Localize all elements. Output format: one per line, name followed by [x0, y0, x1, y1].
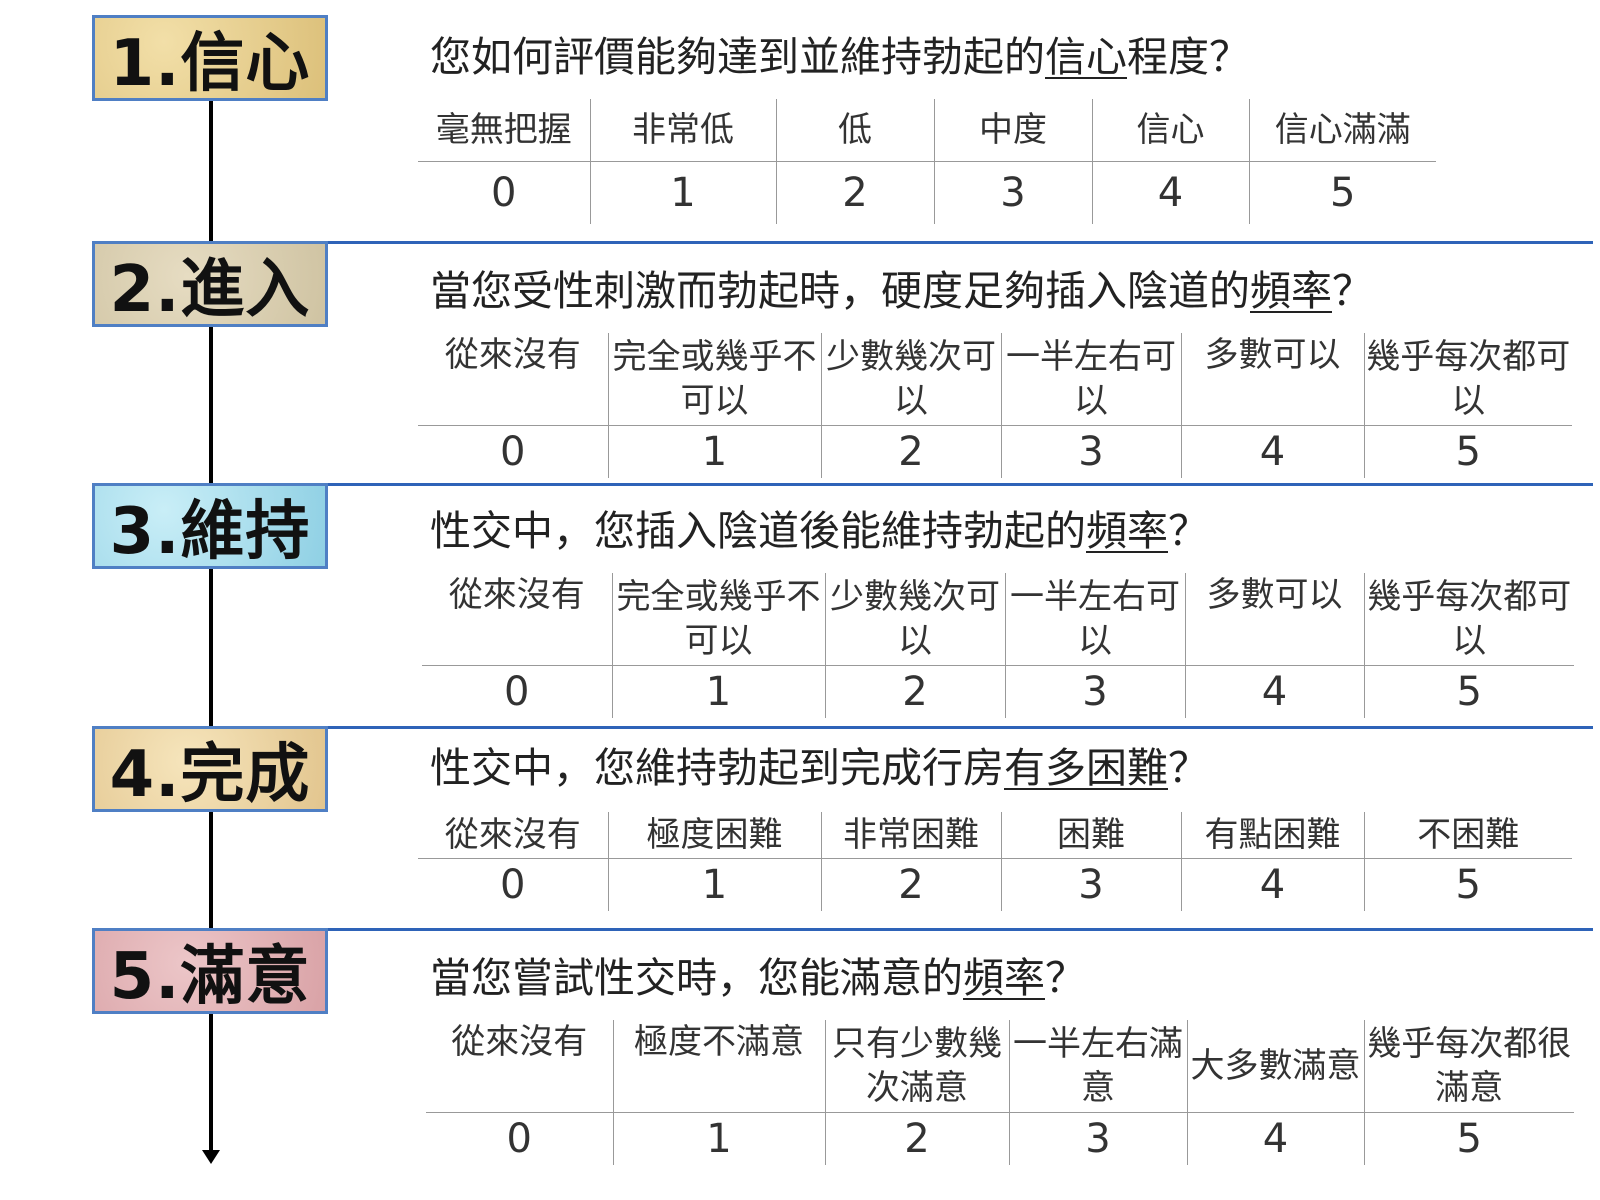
option-label: 多數可以 — [1184, 573, 1364, 666]
score-value: 4 — [1180, 425, 1364, 478]
option-label: 信心滿滿 — [1248, 99, 1436, 162]
score-value: 4 — [1184, 665, 1364, 718]
section-separator — [328, 928, 1593, 931]
option-label: 從來沒有 — [422, 573, 612, 666]
score-value: 0 — [491, 169, 517, 216]
section-label-confidence: 1.信心 — [92, 15, 328, 101]
section-separator — [328, 483, 1593, 486]
score-value: 0 — [500, 428, 526, 475]
score-value: 3 — [1008, 1112, 1187, 1165]
section-label-completion: 4.完成 — [92, 726, 328, 812]
question-emphasis: 信心 — [1045, 33, 1127, 81]
rating-scale: 從來沒有 完全或幾乎不可以 少數幾次可以 一半左右可以 多數可以 幾乎每次都可以… — [418, 333, 1572, 478]
option-label: 非常困難 — [820, 812, 1001, 859]
option-label: 大多數滿意 — [1186, 1020, 1364, 1113]
section-label-maintenance: 3.維持 — [92, 483, 328, 569]
option-label: 只有少數幾次滿意 — [824, 1020, 1009, 1113]
option-label: 從來沒有 — [418, 812, 608, 859]
rating-scale: 從來沒有 極度困難 非常困難 困難 有點困難 不困難 0 1 2 3 4 5 — [418, 812, 1572, 911]
score-value: 2 — [820, 858, 1001, 911]
score-value: 5 — [1363, 425, 1572, 478]
option-label: 從來沒有 — [418, 333, 608, 426]
option-label: 多數可以 — [1180, 333, 1364, 426]
section-separator — [328, 726, 1593, 729]
score-value: 3 — [933, 161, 1092, 224]
score-value: 5 — [1363, 1112, 1574, 1165]
score-value: 1 — [607, 425, 821, 478]
score-value: 4 — [1186, 1112, 1364, 1165]
option-label: 一半左右滿意 — [1008, 1020, 1187, 1113]
option-label: 完全或幾乎不可以 — [607, 333, 821, 426]
score-value: 3 — [1000, 425, 1181, 478]
score-value: 1 — [607, 858, 821, 911]
option-label: 幾乎每次都很滿意 — [1363, 1020, 1574, 1113]
score-value: 2 — [820, 425, 1001, 478]
option-label: 不困難 — [1363, 812, 1572, 859]
option-label: 少數幾次可以 — [824, 573, 1005, 666]
question-emphasis: 頻率 — [1250, 267, 1332, 315]
option-label: 極度不滿意 — [612, 1020, 825, 1113]
option-label: 困難 — [1000, 812, 1181, 859]
score-value: 4 — [1180, 858, 1364, 911]
question-emphasis: 有多困難 — [1004, 744, 1168, 792]
option-label: 毫無把握 — [418, 99, 590, 162]
question-text: 性交中，您插入陰道後能維持勃起的頻率？ — [430, 507, 1209, 555]
option-label: 完全或幾乎不可以 — [611, 573, 825, 666]
option-label: 極度困難 — [607, 812, 821, 859]
question-text: 性交中，您維持勃起到完成行房有多困難？ — [430, 744, 1209, 792]
section-separator — [328, 241, 1593, 244]
score-value: 3 — [1004, 665, 1185, 718]
score-value: 1 — [612, 1112, 825, 1165]
score-value: 2 — [775, 161, 934, 224]
option-label: 中度 — [933, 99, 1092, 162]
score-value: 0 — [506, 1115, 532, 1162]
question-text: 當您受性刺激而勃起時，硬度足夠插入陰道的頻率？ — [430, 267, 1373, 315]
question-text: 您如何評價能夠達到並維持勃起的信心程度？ — [430, 33, 1250, 81]
option-label: 一半左右可以 — [1004, 573, 1185, 666]
score-value: 0 — [500, 861, 526, 908]
rating-scale: 從來沒有 極度不滿意 只有少數幾次滿意 一半左右滿意 大多數滿意 幾乎每次都很滿… — [426, 1020, 1574, 1165]
option-label: 有點困難 — [1180, 812, 1364, 859]
option-label: 幾乎每次都可以 — [1363, 333, 1572, 426]
section-label-satisfaction: 5.滿意 — [92, 928, 328, 1014]
timeline-arrow-icon — [202, 1150, 220, 1164]
option-label: 幾乎每次都可以 — [1363, 573, 1574, 666]
rating-scale: 毫無把握 非常低 低 中度 信心 信心滿滿 0 1 2 3 4 5 — [418, 99, 1436, 224]
option-label: 少數幾次可以 — [820, 333, 1001, 426]
score-value: 1 — [589, 161, 776, 224]
score-value: 5 — [1363, 665, 1574, 718]
option-label: 非常低 — [589, 99, 776, 162]
timeline-line — [209, 60, 213, 1155]
option-label: 從來沒有 — [426, 1020, 613, 1113]
score-value: 5 — [1363, 858, 1572, 911]
score-value: 4 — [1091, 161, 1249, 224]
score-value: 1 — [611, 665, 825, 718]
question-text: 當您嘗試性交時，您能滿意的頻率？ — [430, 954, 1086, 1002]
score-value: 5 — [1248, 161, 1436, 224]
option-label: 一半左右可以 — [1000, 333, 1181, 426]
option-label: 信心 — [1091, 99, 1249, 162]
score-value: 2 — [824, 665, 1005, 718]
score-value: 0 — [504, 668, 530, 715]
score-value: 2 — [824, 1112, 1009, 1165]
score-value: 3 — [1000, 858, 1181, 911]
section-label-penetration: 2.進入 — [92, 241, 328, 327]
rating-scale: 從來沒有 完全或幾乎不可以 少數幾次可以 一半左右可以 多數可以 幾乎每次都可以… — [422, 573, 1574, 718]
option-label: 低 — [775, 99, 934, 162]
question-emphasis: 頻率 — [1086, 507, 1168, 555]
question-emphasis: 頻率 — [963, 954, 1045, 1002]
